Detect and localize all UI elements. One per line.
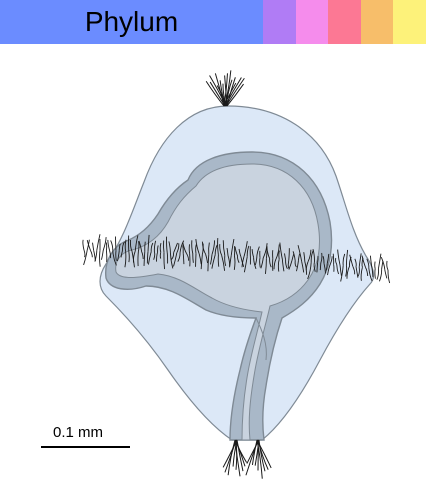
header-title-cell: Phylum — [0, 0, 263, 44]
swatch-yellow — [393, 0, 426, 44]
swatch-purple — [263, 0, 296, 44]
cilium — [378, 254, 381, 269]
cilium — [93, 243, 94, 251]
cilium — [116, 251, 117, 261]
cilium — [377, 269, 379, 280]
apical-tuft — [206, 70, 244, 106]
cilium — [103, 237, 106, 250]
cilium — [84, 250, 85, 257]
header-bar: Phylum — [0, 0, 426, 44]
cilium — [90, 250, 92, 257]
page-title: Phylum — [85, 6, 178, 38]
cilium — [379, 269, 381, 281]
cilium — [387, 261, 388, 270]
cilium — [97, 234, 100, 250]
posterior-tuft-left — [223, 440, 246, 476]
cilium — [382, 261, 383, 269]
swatch-red — [328, 0, 361, 44]
swatch-pink — [296, 0, 329, 44]
cilium — [160, 252, 161, 258]
swatch-orange — [361, 0, 394, 44]
cilium — [101, 250, 103, 259]
scale-line — [41, 446, 130, 448]
scale-label: 0.1 mm — [53, 424, 103, 441]
cilium — [385, 270, 387, 279]
cilium — [145, 242, 146, 252]
cilium — [100, 250, 101, 266]
cilium — [289, 248, 290, 260]
cilium — [106, 243, 107, 251]
posterior-tuft-right — [246, 440, 271, 479]
cilium — [320, 263, 321, 270]
cilium — [84, 250, 88, 265]
cilium — [83, 240, 84, 250]
cilium — [111, 240, 113, 250]
cilium — [218, 255, 219, 267]
cilium — [388, 270, 390, 283]
cilium — [375, 269, 376, 279]
cilium — [108, 240, 110, 251]
